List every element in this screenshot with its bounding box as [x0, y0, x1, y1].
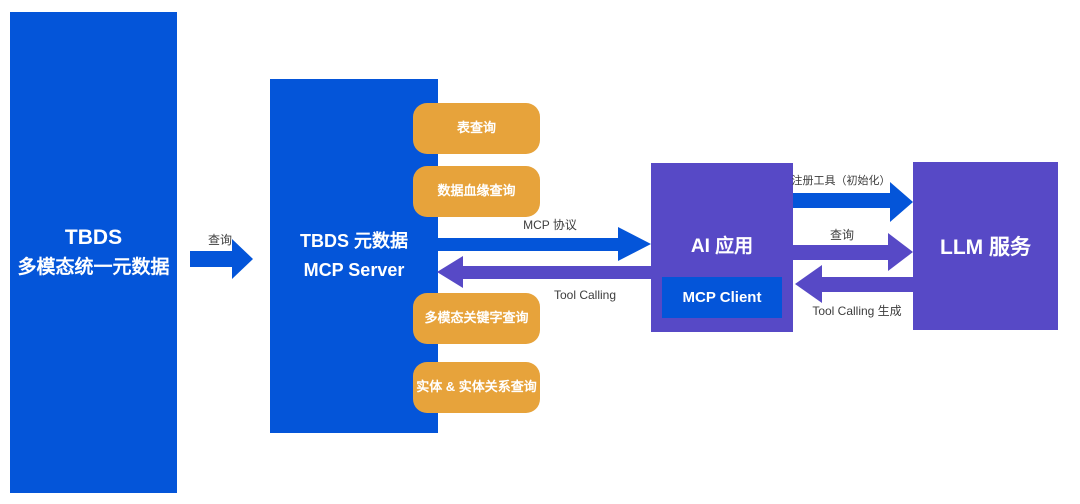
tbds-unified-metadata-node: TBDS 多模态统一元数据	[10, 12, 177, 493]
tool-box-label: 实体 & 实体关系查询	[416, 379, 537, 395]
mcp-client-node: MCP Client	[662, 277, 782, 318]
mcp-server-title-line1: TBDS 元数据	[300, 231, 408, 251]
tool-box-table-query: 表查询	[413, 103, 540, 154]
arrow-tool-calling-gen-label: Tool Calling 生成	[812, 304, 902, 318]
arrow-register-tools-label: 注册工具（初始化）	[791, 175, 891, 187]
mcp-server-node: TBDS 元数据 MCP Server	[270, 79, 438, 433]
arrow-left-icon	[437, 256, 463, 288]
arrow-register-tools-shaft	[793, 193, 890, 208]
arrow-mcp-protocol-label: MCP 协议	[523, 218, 577, 232]
arrow-tool-calling-shaft	[463, 266, 651, 279]
ai-app-node: AI 应用 MCP Client	[651, 163, 793, 332]
arrow-mcp-protocol-shaft	[437, 238, 618, 251]
mcp-client-label: MCP Client	[682, 289, 762, 306]
arrow-query-llm-shaft	[793, 245, 888, 260]
arrow-right-icon	[618, 227, 651, 261]
arrow-tool-calling-label: Tool Calling	[553, 288, 617, 302]
arrow-tool-calling-gen-shaft	[822, 277, 913, 292]
tool-box-label: 多模态关键字查询	[424, 310, 529, 326]
tbds-node-title-line2: 多模态统一元数据	[17, 256, 170, 278]
tool-box-label: 数据血缘查询	[437, 183, 516, 199]
llm-service-node: LLM 服务	[913, 162, 1058, 330]
arrow-left-icon	[795, 265, 822, 303]
arrow-right-icon	[232, 239, 253, 279]
llm-service-title: LLM 服务	[940, 236, 1031, 259]
tool-box-entity-query: 实体 & 实体关系查询	[413, 362, 540, 413]
arrow-right-icon	[888, 233, 913, 271]
mcp-server-title-line2: MCP Server	[303, 260, 405, 280]
arrow-query-source-label: 查询	[207, 233, 232, 247]
tool-box-keyword-query: 多模态关键字查询	[413, 293, 540, 344]
arrow-query-llm-label: 查询	[829, 228, 854, 242]
tool-box-lineage-query: 数据血缘查询	[413, 166, 540, 217]
arrow-right-icon	[890, 182, 913, 222]
tbds-node-title-line1: TBDS	[64, 225, 123, 249]
ai-app-title: AI 应用	[690, 236, 754, 257]
arrow-query-source-shaft	[190, 251, 232, 267]
tool-box-label: 表查询	[456, 120, 496, 136]
